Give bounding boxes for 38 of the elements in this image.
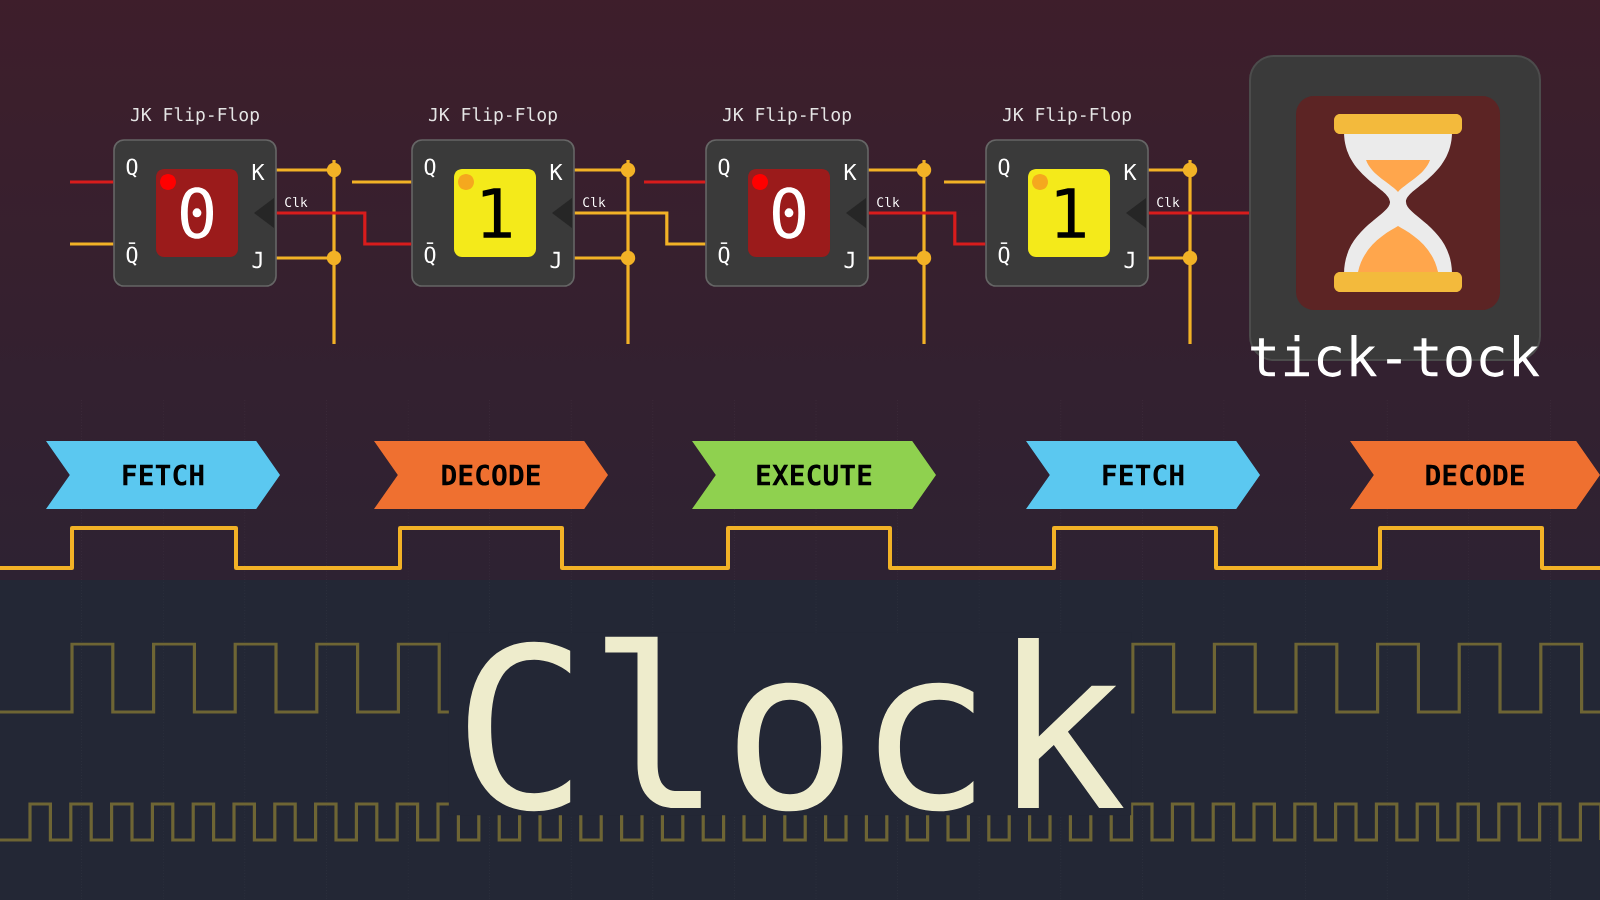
stage-chevron: DECODE xyxy=(374,441,608,509)
flip-flop-title: JK Flip-Flop xyxy=(1002,107,1131,125)
stage-chevron: FETCH xyxy=(46,441,280,509)
pin-label: J xyxy=(844,251,854,269)
wire xyxy=(944,180,986,184)
flip-flop-title: JK Flip-Flop xyxy=(722,107,851,125)
wire xyxy=(70,242,114,246)
icon-caption: tick-tock xyxy=(1251,335,1540,377)
wire xyxy=(1148,211,1249,215)
pin-label: Q xyxy=(718,158,730,178)
wire xyxy=(574,211,706,246)
pin-label: K xyxy=(252,164,265,180)
state-display: 1 xyxy=(1028,169,1110,257)
pin-label: Q̄ xyxy=(998,242,1010,266)
pin-label: Q̄ xyxy=(424,242,436,266)
pin-label: J xyxy=(550,251,560,269)
state-display: 1 xyxy=(454,169,536,257)
flip-flop-title: JK Flip-Flop xyxy=(130,107,259,125)
wire xyxy=(276,211,412,246)
stage-chevron: FETCH xyxy=(1026,441,1260,509)
state-display: 0 xyxy=(748,169,830,257)
wire xyxy=(644,180,706,184)
pin-label: Q xyxy=(126,158,138,178)
state-display: 0 xyxy=(156,169,238,257)
pin-label: K xyxy=(844,164,857,180)
pin-label: K xyxy=(550,164,563,180)
pin-label: Q xyxy=(424,158,436,178)
pin-label: J xyxy=(252,251,262,269)
pin-label: J xyxy=(1124,251,1134,269)
wire xyxy=(868,211,986,246)
pin-label: K xyxy=(1124,164,1137,180)
pin-label: Q̄ xyxy=(126,242,138,266)
wire xyxy=(70,180,114,184)
pin-label: Q xyxy=(998,158,1010,178)
title-text: Clock xyxy=(448,632,1132,816)
pin-label: Q̄ xyxy=(718,242,730,266)
wire xyxy=(352,180,412,184)
flip-flop-title: JK Flip-Flop xyxy=(428,107,557,125)
